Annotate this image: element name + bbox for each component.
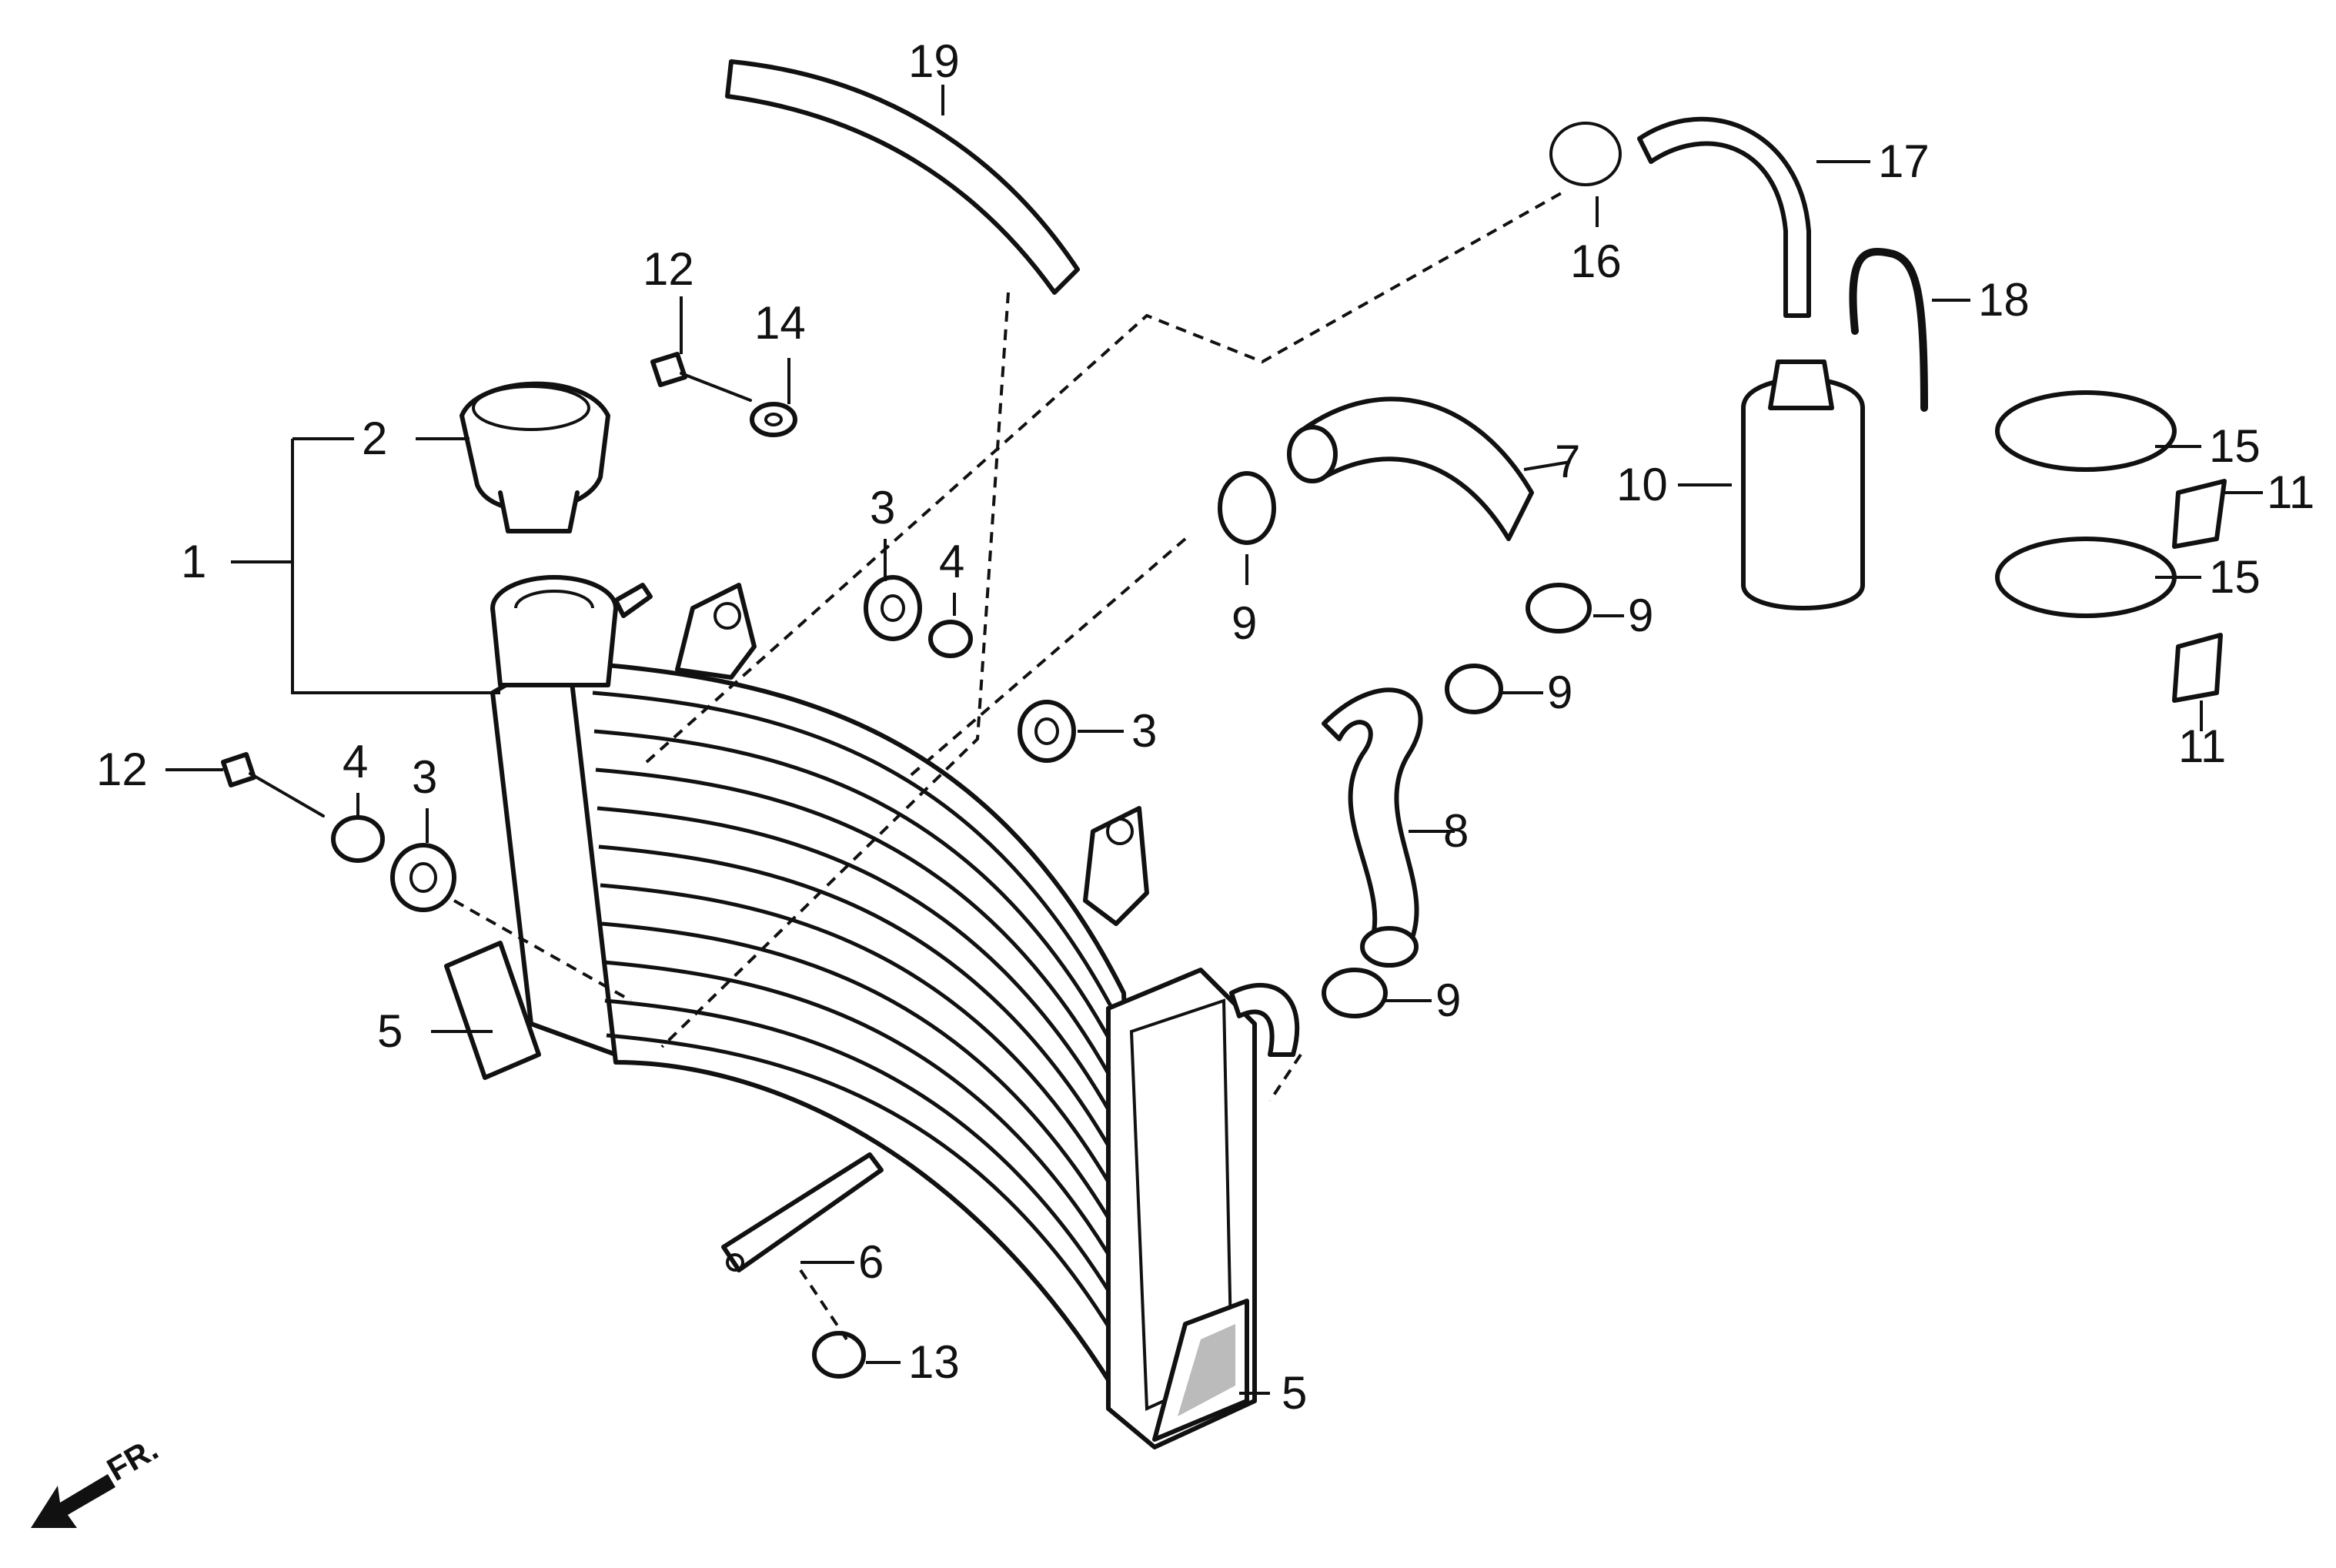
callout-11-upper: 11 xyxy=(2267,466,2314,518)
callout-15-upper: 15 xyxy=(2209,420,2261,472)
callout-2: 2 xyxy=(362,413,387,464)
tube-18 xyxy=(1849,248,1928,412)
tube-17 xyxy=(1637,116,1811,318)
front-arrow-icon xyxy=(31,1474,115,1528)
callout-11-lower: 11 xyxy=(2178,720,2226,772)
callout-16: 16 xyxy=(1570,236,1622,287)
callout-19: 19 xyxy=(908,35,960,87)
callout-4-upper: 4 xyxy=(939,536,964,587)
callout-7: 7 xyxy=(1555,436,1580,487)
callout-9-d: 9 xyxy=(1435,975,1461,1026)
hose-clamp-a xyxy=(1218,471,1276,545)
stay-6 xyxy=(721,1152,884,1272)
radiator-core xyxy=(490,575,1300,1449)
callout-10: 10 xyxy=(1616,459,1668,510)
grommet-3-middle xyxy=(1018,700,1076,763)
callout-4-left: 4 xyxy=(343,736,368,787)
callout-5-left: 5 xyxy=(377,1005,403,1057)
grommet-3-upper xyxy=(864,575,922,641)
callout-3-left: 3 xyxy=(412,751,437,803)
callout-labels: 1 2 12 14 3 4 3 12 4 3 5 6 13 5 19 7 8 9… xyxy=(96,35,2314,1419)
callout-12-upper: 12 xyxy=(643,243,694,295)
hose-clamp-c xyxy=(1445,664,1503,714)
band-15-lower xyxy=(1995,537,2177,618)
callout-9-a: 9 xyxy=(1231,597,1257,649)
lower-hose-8 xyxy=(1322,687,1423,968)
nut-13 xyxy=(812,1331,866,1379)
callout-14: 14 xyxy=(754,297,806,349)
hose-clamp-b xyxy=(1526,583,1592,634)
reserve-tank-10 xyxy=(1741,359,1865,610)
leader-lines xyxy=(165,85,2263,1395)
radiator-cap xyxy=(460,381,610,533)
callout-12-left: 12 xyxy=(96,744,148,795)
front-direction-marker: FR. xyxy=(31,1430,164,1528)
bolt-upper xyxy=(650,352,752,402)
clip-11-upper xyxy=(2172,479,2227,549)
callout-8: 8 xyxy=(1443,805,1469,857)
callout-15-lower: 15 xyxy=(2209,551,2261,603)
grommet-3-left xyxy=(390,843,456,912)
clip-16 xyxy=(1549,122,1622,186)
band-15-upper xyxy=(1995,390,2177,472)
callout-1: 1 xyxy=(181,536,206,587)
callout-9-c: 9 xyxy=(1547,667,1572,718)
callout-3-upper: 3 xyxy=(870,482,895,533)
upper-hose-7 xyxy=(1287,396,1534,541)
callout-6: 6 xyxy=(858,1236,884,1288)
strip-19 xyxy=(725,59,1080,295)
callout-5-right: 5 xyxy=(1282,1367,1307,1419)
collar-4-upper xyxy=(928,620,973,658)
side-shroud-left xyxy=(444,941,541,1080)
callout-9-b: 9 xyxy=(1628,590,1653,641)
bolt-left xyxy=(221,752,325,817)
callout-3-middle: 3 xyxy=(1131,705,1157,757)
callout-18: 18 xyxy=(1978,274,2030,326)
callout-17: 17 xyxy=(1878,135,1930,187)
clip-11-lower xyxy=(2172,633,2223,703)
callout-13: 13 xyxy=(908,1336,960,1388)
washer-14 xyxy=(750,402,797,437)
hose-clamp-d xyxy=(1322,968,1388,1018)
collar-4-left xyxy=(331,815,385,863)
